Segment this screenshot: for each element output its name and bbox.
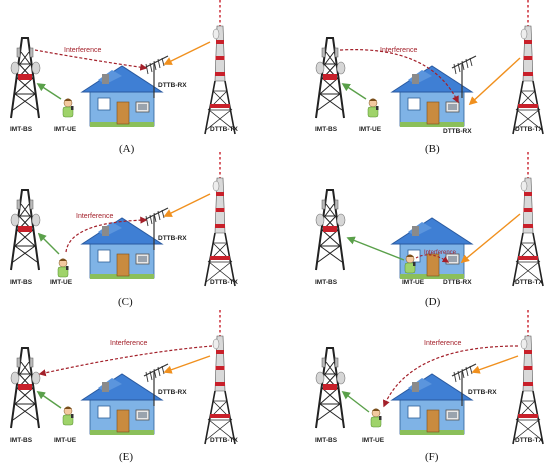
dttb-tx-tower-icon (204, 309, 236, 445)
dttb-tx-label: DTTB-TX (210, 437, 238, 444)
uplink-arrow (36, 391, 62, 409)
imt-ue-person-icon (367, 98, 379, 118)
house-icon (81, 217, 163, 280)
panel-e: Interference IMT-BS IMT-UE DTTB-RX DTTB-… (10, 309, 238, 463)
broadcast-arrow (163, 193, 211, 217)
broadcast-arrow (460, 213, 521, 264)
panel-caption: (B) (425, 143, 440, 155)
house-icon (391, 373, 473, 436)
dttb-tx-label: DTTB-TX (515, 126, 543, 133)
uplink-arrow (341, 390, 370, 413)
interference-label: Interference (424, 250, 457, 256)
house-icon (391, 217, 473, 280)
dttb-rx-label: DTTB-RX (158, 389, 187, 396)
dttb-tx-label: DTTB-TX (515, 279, 543, 286)
interference-label: Interference (424, 340, 461, 347)
imt-bs-tower-icon (315, 347, 346, 429)
panel-f: Interference IMT-BS IMT-UE DTTB-RX DTTB-… (315, 309, 544, 463)
panel-caption: (E) (119, 451, 133, 463)
broadcast-arrow (468, 57, 521, 106)
imt-bs-label: IMT-BS (10, 279, 33, 286)
panel-caption: (C) (118, 296, 133, 308)
interference-arrow (415, 254, 450, 263)
imt-ue-label: IMT-UE (54, 126, 77, 133)
dttb-tx-tower-icon (512, 151, 544, 287)
dttb-tx-tower-icon (204, 151, 236, 287)
interference-arrow (65, 216, 148, 253)
imt-ue-person-icon (62, 98, 74, 118)
imt-ue-person-icon (62, 406, 74, 426)
interference-arrow (382, 345, 519, 408)
broadcast-arrow (163, 355, 211, 374)
interference-label: Interference (380, 47, 417, 54)
interference-label: Interference (64, 47, 101, 54)
imt-ue-label: IMT-UE (54, 437, 77, 444)
dttb-rx-label: DTTB-RX (468, 389, 497, 396)
interference-arrow (34, 49, 148, 71)
broadcast-arrow (163, 41, 211, 65)
interference-label: Interference (110, 340, 147, 347)
panel-caption: (F) (425, 451, 439, 463)
uplink-arrow (37, 232, 60, 255)
uplink-arrow (341, 83, 367, 100)
imt-bs-label: IMT-BS (315, 126, 338, 133)
imt-ue-label: IMT-UE (362, 437, 385, 444)
imt-bs-label: IMT-BS (10, 126, 33, 133)
imt-ue-person-icon (57, 258, 69, 278)
interference-arrow (339, 48, 459, 104)
dttb-tx-tower-icon (204, 0, 236, 135)
interference-label: Interference (76, 213, 113, 220)
imt-bs-tower-icon (315, 189, 346, 271)
imt-bs-label: IMT-BS (10, 437, 33, 444)
dttb-tx-tower-icon (512, 0, 544, 135)
panel-caption: (D) (425, 296, 441, 308)
panel-caption: (A) (119, 143, 135, 155)
house-icon (391, 65, 473, 128)
house-icon (81, 65, 163, 128)
panel-c: Interference IMT-BS IMT-UE DTTB-RX DTTB-… (10, 151, 238, 308)
house-icon (81, 373, 163, 436)
dttb-rx-label: DTTB-RX (443, 128, 472, 135)
dttb-rx-label: DTTB-RX (158, 235, 187, 242)
dttb-tx-tower-icon (512, 309, 544, 445)
imt-ue-label: IMT-UE (402, 279, 425, 286)
panel-b: Interference IMT-BS IMT-UE DTTB-RX DTTB-… (315, 0, 544, 155)
interference-arrow (38, 345, 213, 377)
broadcast-arrow (471, 355, 519, 374)
panel-d: Interference IMT-BS IMT-UE DTTB-RX DTTB-… (315, 151, 544, 308)
panel-a: Interference IMT-BS IMT-UE DTTB-RX DTTB-… (10, 0, 238, 155)
imt-bs-tower-icon (10, 189, 41, 271)
dttb-rx-label: DTTB-RX (158, 82, 187, 89)
imt-bs-tower-icon (10, 347, 41, 429)
imt-bs-label: IMT-BS (315, 437, 338, 444)
imt-ue-label: IMT-UE (50, 279, 73, 286)
imt-ue-label: IMT-UE (359, 126, 382, 133)
uplink-arrow (36, 83, 62, 100)
dttb-tx-label: DTTB-TX (210, 126, 238, 133)
imt-bs-label: IMT-BS (315, 279, 338, 286)
dttb-rx-label: DTTB-RX (443, 279, 472, 286)
imt-ue-person-icon (370, 408, 382, 428)
dttb-tx-label: DTTB-TX (515, 437, 543, 444)
uplink-arrow (346, 236, 405, 261)
dttb-tx-label: DTTB-TX (210, 279, 238, 286)
